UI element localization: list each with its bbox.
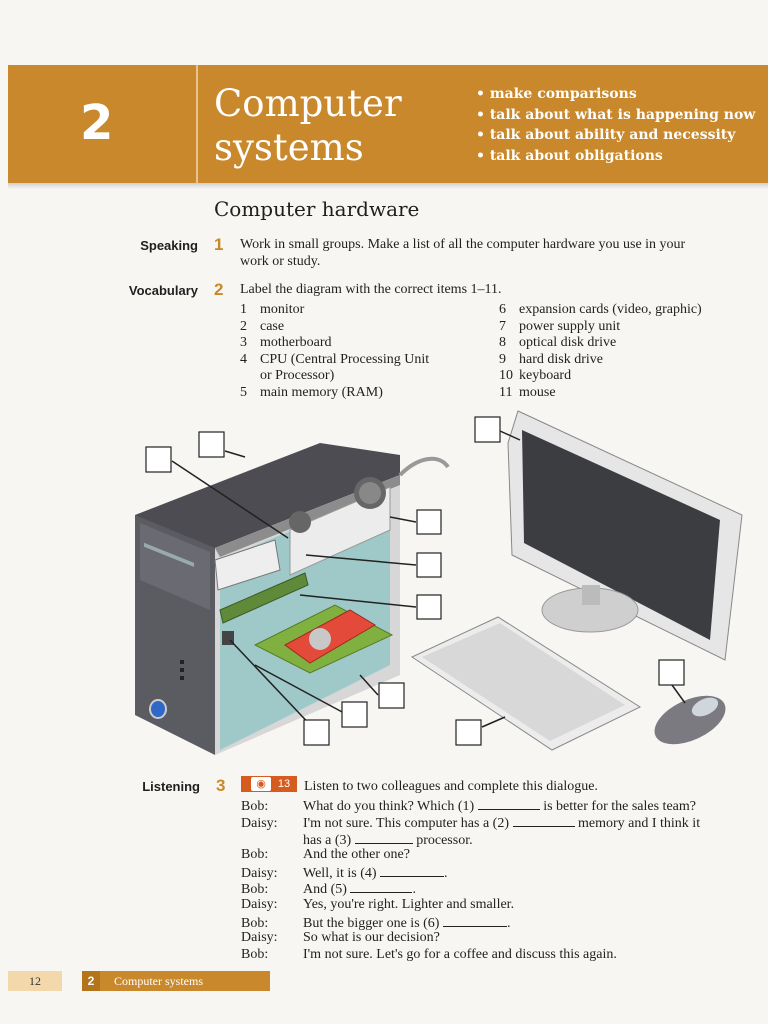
speaking-instruction-line2: work or study. (240, 254, 321, 269)
speaking-instruction-line1: Work in small groups. Make a list of all… (240, 237, 686, 252)
blank-1[interactable] (477, 797, 540, 810)
answer-box[interactable] (416, 509, 442, 535)
footer-unit-tab: 2 Computer systems (82, 971, 270, 991)
objective-item: make comparisons (476, 84, 755, 105)
blank-5[interactable] (350, 880, 413, 893)
computer-case (135, 443, 450, 755)
vocabulary-label: Vocabulary (128, 283, 198, 298)
leader-lines (171, 430, 686, 732)
answer-box[interactable] (455, 719, 482, 746)
page-number: 12 (8, 971, 62, 991)
monitor (507, 410, 743, 661)
answer-box[interactable] (416, 552, 442, 578)
cd-icon: ◉ (251, 777, 271, 791)
listening-instruction: Listen to two colleagues and complete th… (304, 779, 598, 794)
footer-unit-title: Computer systems (114, 974, 203, 988)
exercise-number-3: 3 (216, 776, 226, 795)
dialogue-line: Bob:And the other one? (241, 847, 410, 862)
keyboard (410, 616, 642, 751)
exercise-number-1: 1 (214, 235, 224, 254)
computer-hardware-diagram (135, 410, 743, 755)
answer-box[interactable] (416, 594, 442, 620)
blank-3[interactable] (354, 831, 413, 844)
blank-2[interactable] (512, 814, 575, 827)
answer-box[interactable] (658, 659, 685, 686)
blank-6[interactable] (442, 914, 507, 927)
blank-4[interactable] (380, 864, 445, 877)
listening-label: Listening (142, 779, 200, 794)
mouse (654, 695, 726, 745)
section-title: Computer hardware (214, 197, 420, 221)
dialogue-line: has a (3) processor. (303, 831, 473, 848)
speaking-label: Speaking (140, 238, 198, 253)
unit-title: Computer systems (214, 82, 402, 170)
unit-title-line1: Computer (214, 82, 402, 125)
unit-number: 2 (80, 95, 114, 151)
dialogue-line: Daisy:Yes, you're right. Lighter and sma… (241, 897, 515, 912)
banner-shadow (8, 183, 768, 189)
dialogue-line: Bob:But the bigger one is (6) . (241, 914, 511, 931)
dialogue-line: Daisy:So what is our decision? (241, 930, 440, 945)
answer-box[interactable] (474, 416, 501, 443)
dialogue-line: Bob:And (5) . (241, 880, 416, 897)
objective-item: talk about ability and necessity (476, 125, 755, 146)
answer-box[interactable] (303, 719, 330, 746)
answer-box[interactable] (341, 701, 368, 728)
dialogue-line: Bob:I'm not sure. Let's go for a coffee … (241, 946, 617, 962)
unit-title-line2: systems (214, 126, 364, 169)
vocabulary-instruction: Label the diagram with the correct items… (240, 282, 502, 297)
track-number: 13 (277, 778, 291, 790)
objective-item: talk about what is happening now (476, 105, 756, 126)
dialogue-line: Daisy:I'm not sure. This computer has a … (241, 814, 701, 831)
banner-divider (196, 65, 198, 183)
objective-item: talk about obligations (476, 146, 755, 167)
answer-box[interactable] (145, 446, 172, 473)
audio-track-badge[interactable]: ◉ 13 (241, 776, 297, 792)
dialogue-line: Daisy:Well, it is (4) . (241, 864, 448, 881)
dialogue-line: Bob:What do you think? Which (1) is bett… (241, 797, 696, 814)
vocab-item: or Processor) (260, 368, 335, 383)
exercise-number-2: 2 (214, 280, 224, 299)
unit-objectives: make comparisons talk about what is happ… (476, 84, 756, 167)
answer-box[interactable] (378, 682, 405, 709)
footer-unit-number: 2 (82, 971, 100, 991)
answer-box[interactable] (198, 431, 225, 458)
